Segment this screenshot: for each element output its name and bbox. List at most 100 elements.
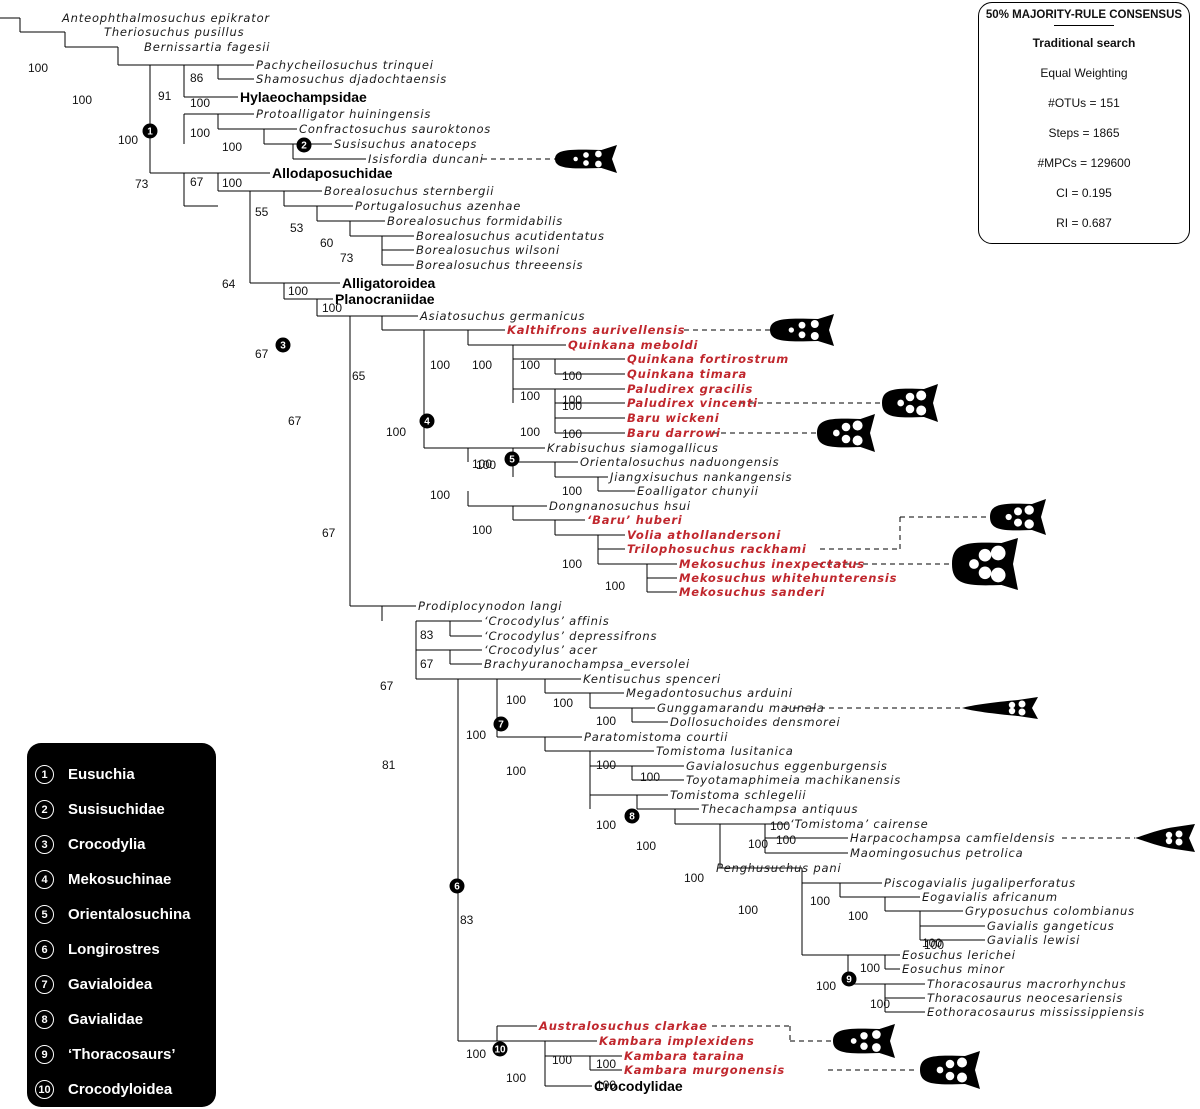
tree-branches [0,17,985,1087]
support-value: 100 [520,358,540,372]
support-value: 100 [466,1047,486,1061]
legend-number: 6 [35,940,54,959]
taxon-label: Anteophthalmosuchus epikrator [61,11,270,25]
skull-connectors [482,158,1135,1071]
support-value: 100 [636,839,656,853]
support-value: 53 [290,221,304,235]
skull-fenestra [810,332,819,340]
legend-label: Orientalosuchina [68,906,191,923]
skull-fenestra [872,1043,881,1052]
taxon-label: Eosuchus minor [902,962,1005,976]
crocodile-skull-icon [833,1024,895,1058]
support-value: 100 [922,936,942,950]
skull-fenestra [936,1066,944,1074]
step-count: Steps = 1865 [1048,126,1120,140]
node-circle [841,971,857,987]
support-value: 100 [770,819,790,833]
taxon-label: Kalthifrons aurivellensis [507,323,685,337]
node-number: 1 [147,127,153,138]
taxon-label: Dollosuchoides densmorei [670,715,841,729]
node-number: 2 [301,141,307,152]
search-method: Traditional search [1032,36,1136,50]
skull-outline [920,1051,980,1089]
node-number: 5 [509,455,515,466]
taxon-label: Mekosuchus whitehunterensis [679,571,897,585]
consensus-title: 50% MAJORITY-RULE CONSENSUS [985,9,1183,21]
taxon-label: ‘Crocodylus’ depressifrons [484,629,657,643]
support-value: 100 [190,126,210,140]
support-value: 91 [158,89,172,103]
taxon-label: Orientalosuchus naduongensis [580,455,779,469]
node-marker: 6 [449,878,465,894]
support-value: 67 [380,679,394,693]
support-value: 100 [472,457,492,471]
node-number: 7 [498,720,504,731]
crocodile-skull-icon [990,499,1046,535]
skull-fenestra [957,1072,967,1083]
support-value: 100 [506,764,526,778]
taxon-label: Kambara taraina [624,1049,745,1063]
taxon-label: Gunggamarandu maunala [657,701,825,715]
taxon-label: Paludirex vincenti [627,396,758,410]
legend-number: 8 [35,1010,54,1029]
taxon-label: Gavialis lewisi [987,933,1080,947]
support-value: 67 [288,414,302,428]
support-value: 100 [222,140,242,154]
clade-label: Alligatoroidea [342,275,436,291]
support-value: 67 [322,526,336,540]
skull-outline [990,499,1046,535]
support-value: 100 [506,693,526,707]
retention-index: RI = 0.687 [1056,216,1112,230]
taxon-label: Tomistoma schlegelii [670,788,806,802]
support-value: 100 [466,728,486,742]
taxon-label: Eothoracosaurus mississippiensis [927,1005,1145,1019]
skull-fenestra [1165,831,1173,839]
taxon-label: Eogavialis africanum [922,890,1058,904]
support-value: 100 [476,458,496,472]
support-value: 100 [472,523,492,537]
mpc-count: #MPCs = 129600 [1037,156,1131,170]
skull-outline [882,384,938,422]
taxon-labels: Anteophthalmosuchus epikratorTheriosuchu… [61,11,1145,1094]
taxon-label: Borealosuchus sternbergii [324,184,494,198]
taxon-label: Dongnanosuchus hsui [549,499,691,513]
taxon-label: Asiatosuchus germanicus [419,309,585,323]
taxon-label: Quinkana timara [627,367,747,381]
skull-fenestra [969,559,979,569]
taxon-label: Borealosuchus acutidentatus [416,229,605,243]
support-value: 67 [190,175,204,189]
skull-fenestra [573,156,578,162]
legend-label: Gavialidae [68,1011,144,1028]
support-value: 64 [222,277,236,291]
taxon-label: Kambara murgonensis [624,1063,785,1077]
support-value: 100 [596,1057,616,1071]
taxon-label: Thoracosaurus macrorhynchus [927,977,1126,991]
taxon-label: Maomingosuchus petrolica [850,846,1023,860]
legend-number: 5 [35,905,54,924]
support-value: 100 [222,176,242,190]
node-circle [504,451,520,467]
taxon-label: Quinkana fortirostrum [627,352,789,366]
support-value: 100 [506,1071,526,1085]
skull-fenestra [583,152,589,158]
node-marker: 5 [504,451,520,467]
skull-fenestra [957,1057,967,1068]
legend-label: Gavialoidea [68,976,153,993]
skull-fenestra [1165,837,1173,845]
skull-fenestra [860,1032,868,1040]
skull-fenestra [945,1059,955,1069]
node-circle [624,808,640,824]
node-circle [296,137,312,153]
support-value: 100 [430,358,450,372]
taxon-label: Gavialosuchus eggenburgensis [686,759,888,773]
skull-outline [1135,824,1195,852]
support-value: 100 [562,557,582,571]
support-value: 100 [870,997,890,1011]
support-value: 100 [552,1053,572,1067]
skull-fenestra [1024,505,1034,515]
node-circle [492,1041,508,1057]
skull-outline [817,414,875,452]
